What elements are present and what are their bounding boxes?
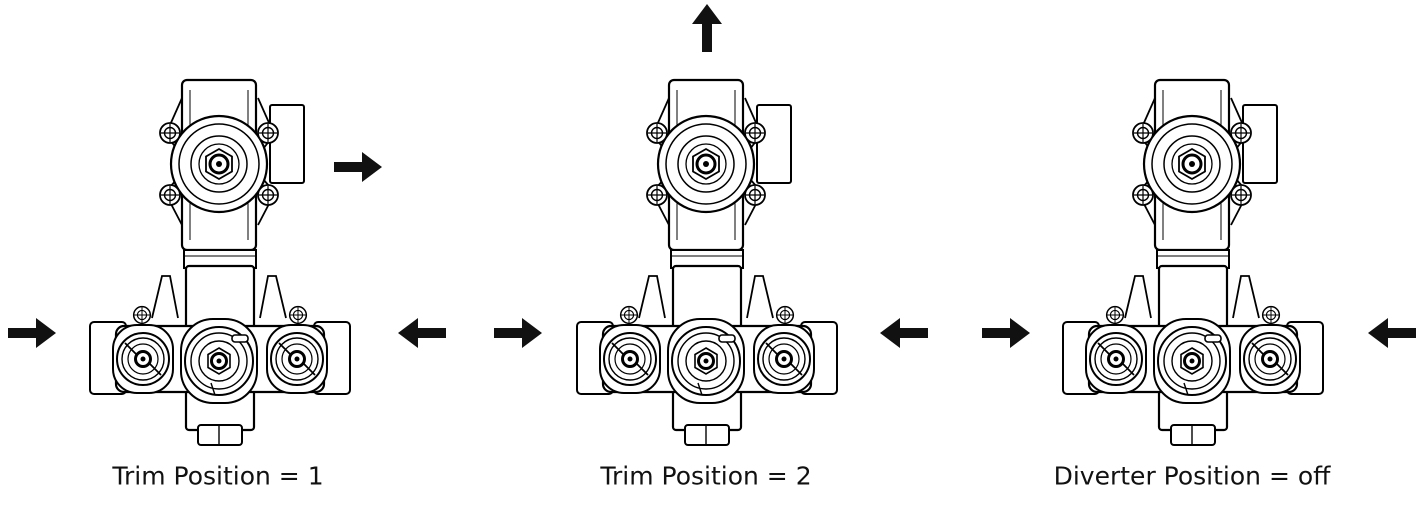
- arrow-right-icon: [982, 318, 1030, 348]
- valve-panel-diverter-off: [982, 80, 1416, 445]
- valve-panel-trim-1: [8, 80, 446, 445]
- arrow-right-icon: [334, 152, 382, 182]
- arrow-right-icon: [494, 318, 542, 348]
- arrow-left-icon: [1368, 318, 1416, 348]
- arrow-left-icon: [880, 318, 928, 348]
- caption-trim-position-1: Trim Position = 1: [112, 461, 324, 491]
- valve-assembly: [1063, 80, 1323, 445]
- valve-assembly: [90, 80, 350, 445]
- caption-trim-position-2: Trim Position = 2: [600, 461, 812, 491]
- valve-assembly: [577, 80, 837, 445]
- caption-diverter-position-off: Diverter Position = off: [1053, 461, 1331, 491]
- arrow-up-icon: [692, 4, 722, 52]
- arrow-left-icon: [398, 318, 446, 348]
- arrow-right-icon: [8, 318, 56, 348]
- valve-panel-trim-2: [494, 4, 928, 445]
